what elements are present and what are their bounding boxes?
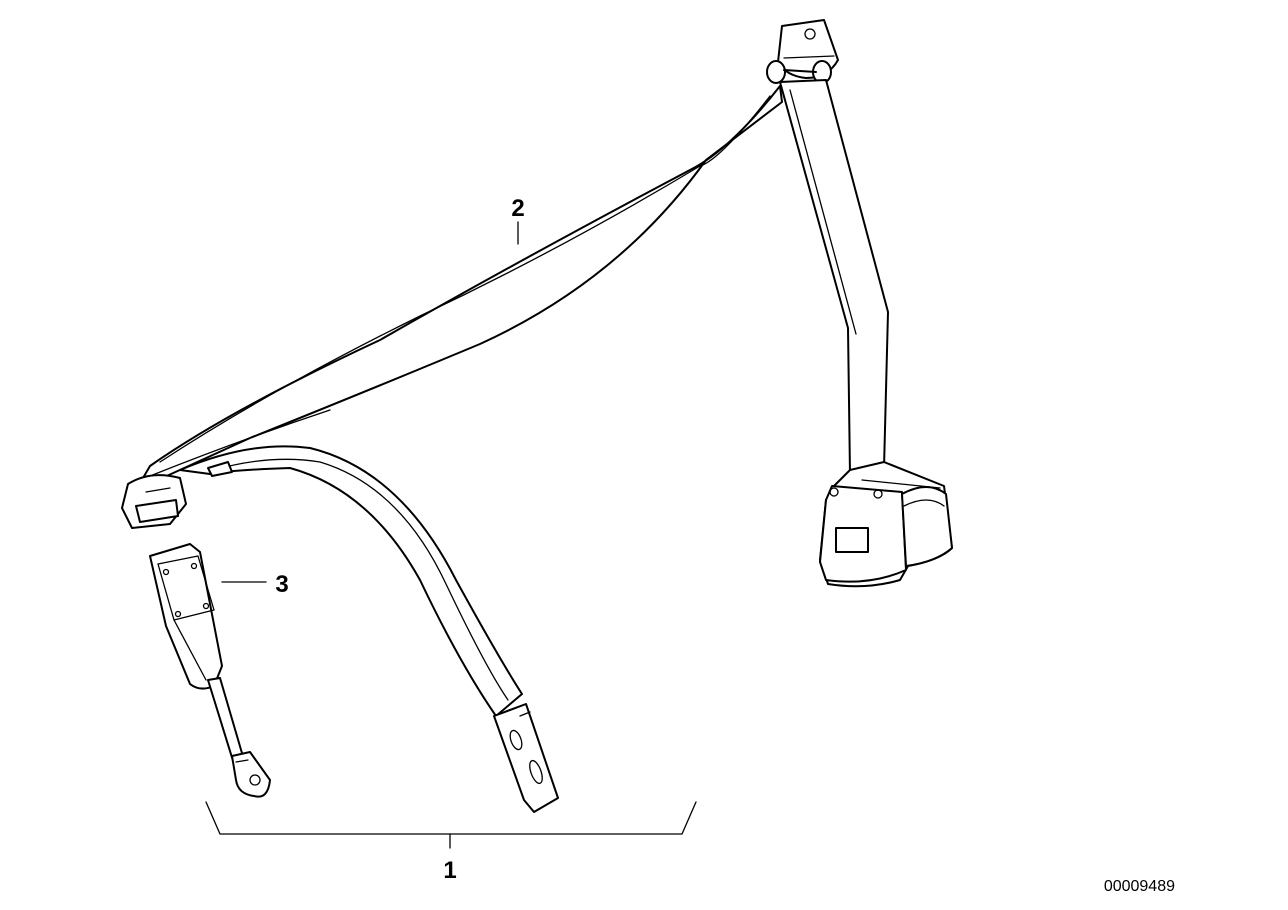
lap-belt: [179, 445, 523, 717]
vertical-belt-strap: [779, 79, 889, 475]
callout-label-1: 1: [443, 857, 456, 884]
shoulder-belt: [135, 85, 783, 491]
document-number: 00009489: [1104, 878, 1175, 895]
callout-label-2: 2: [511, 195, 524, 222]
assembly-bracket: [205, 801, 697, 835]
latch-plate: [121, 474, 187, 529]
callout-label-3: 3: [275, 571, 288, 598]
retractor: [819, 461, 953, 588]
upper-anchor-bracket: [766, 19, 839, 84]
lower-anchor-plate: [493, 703, 559, 813]
buckle: [149, 543, 271, 798]
